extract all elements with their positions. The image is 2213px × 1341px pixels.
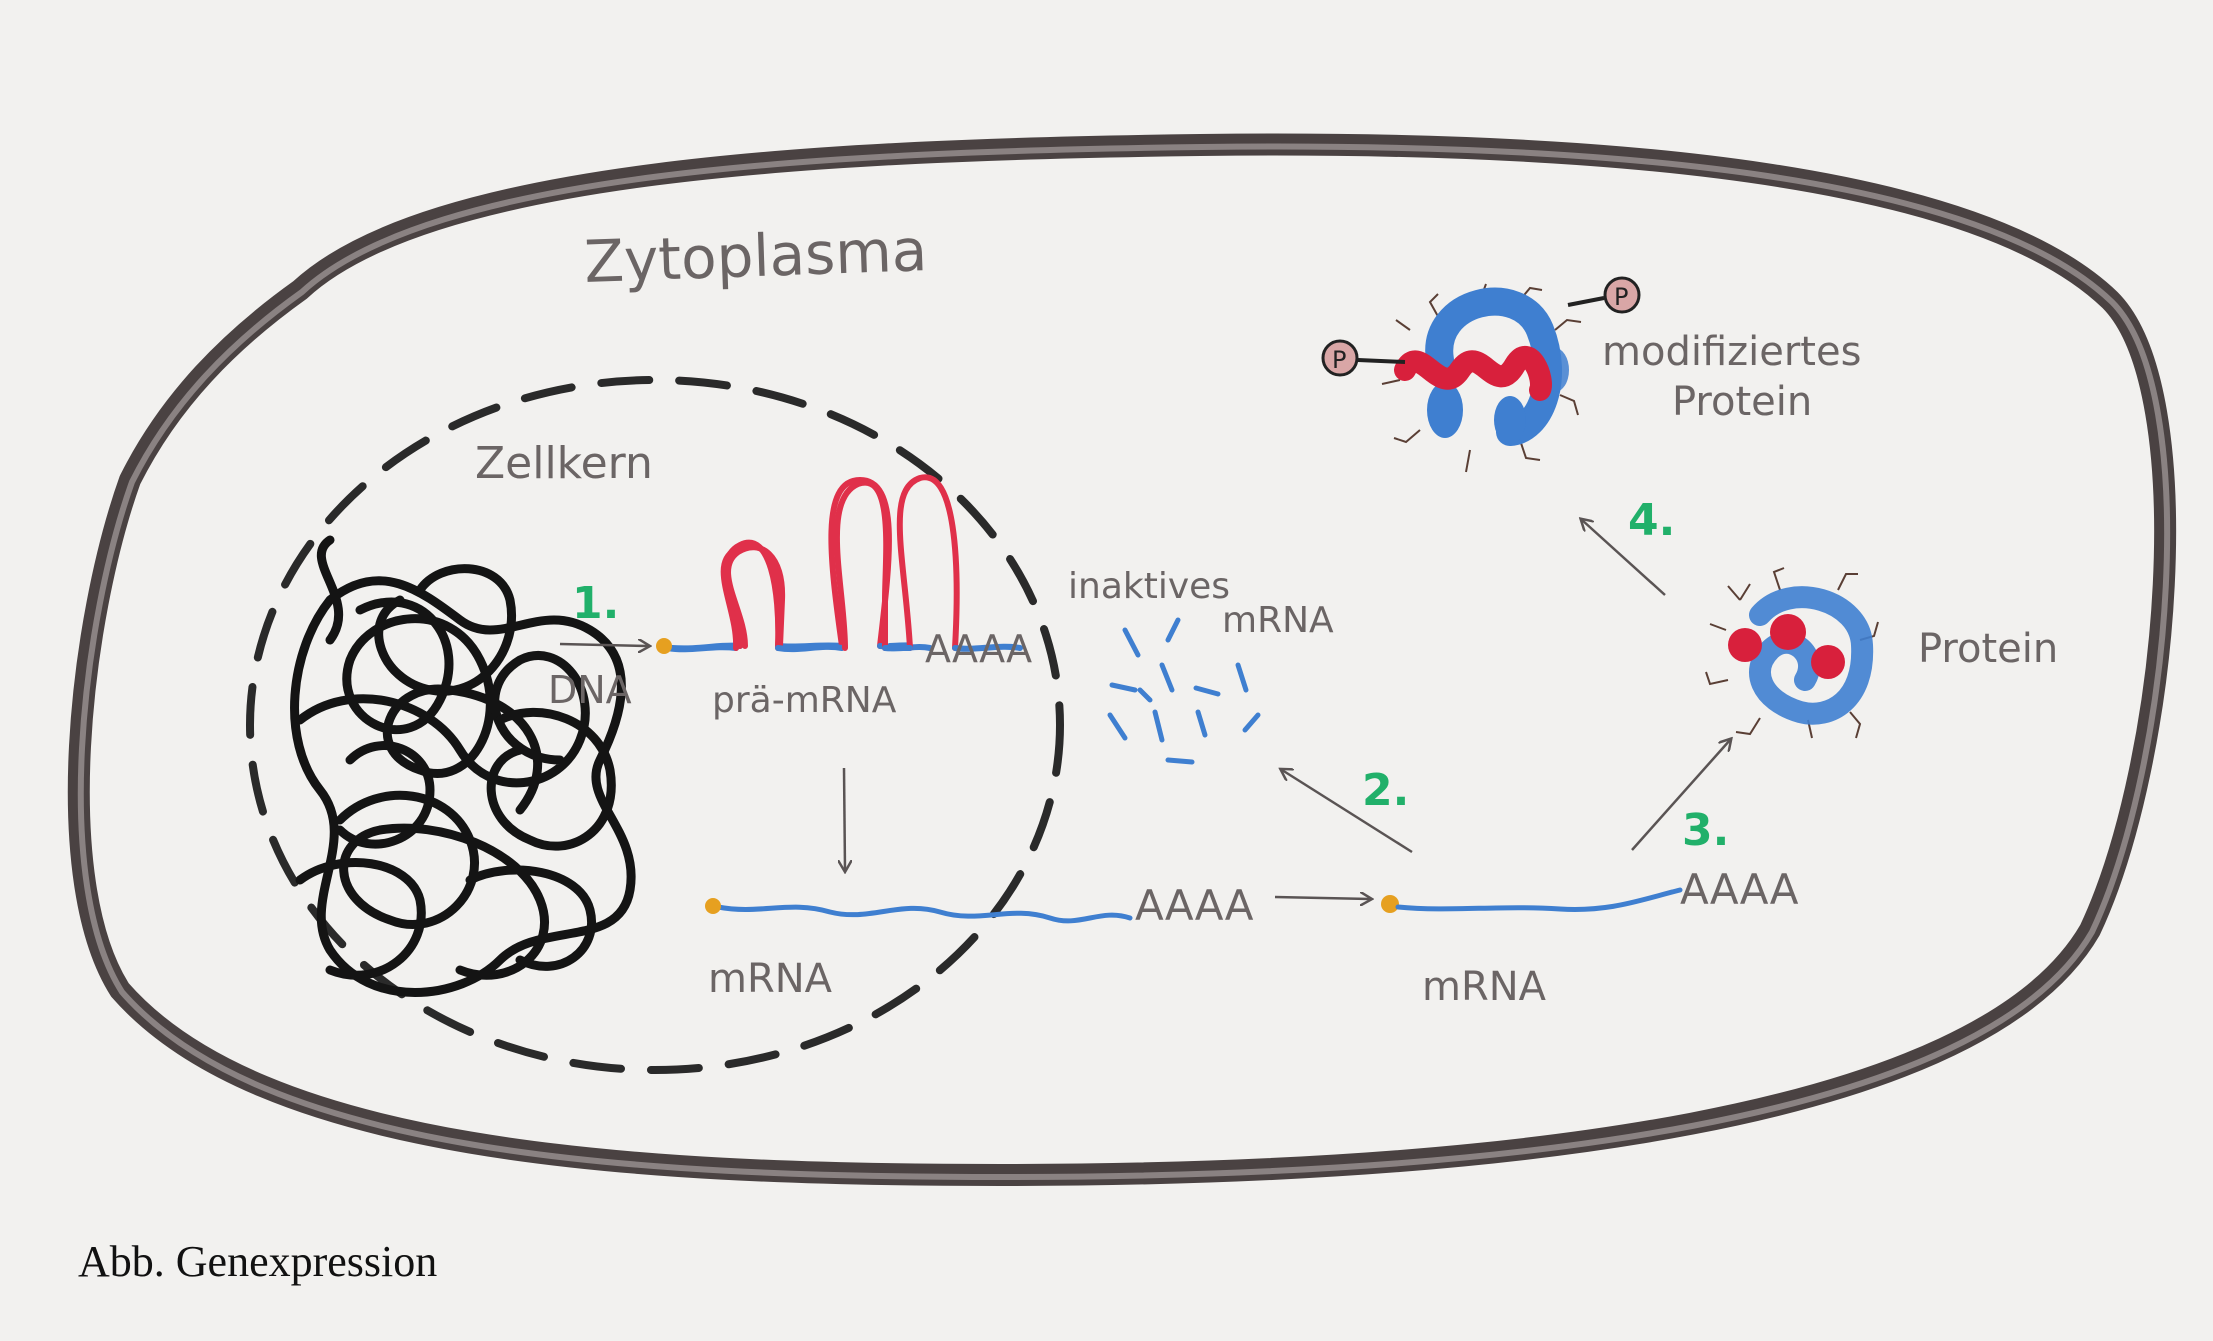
label-modifiziertes-protein: Protein xyxy=(1672,379,1812,425)
label-poly-a-nucleus: AAAA xyxy=(1135,881,1254,930)
step-1-number: 1. xyxy=(572,578,619,629)
label-modifiziertes: modifiziertes xyxy=(1602,329,1861,375)
label-dna: DNA xyxy=(548,668,632,712)
arrow-icon xyxy=(1631,740,1730,851)
step-2-number: 2. xyxy=(1362,765,1409,816)
label-zellkern: Zellkern xyxy=(475,438,653,489)
label-pra-mrna: prä-mRNA xyxy=(712,680,897,721)
label-inaktives: inaktives xyxy=(1068,566,1230,607)
modified-protein-icon: P P xyxy=(1321,276,1641,473)
mature-mrna-cytoplasm xyxy=(1395,887,1683,912)
label-inaktives-mrna: mRNA xyxy=(1222,600,1334,641)
arrow-icon xyxy=(1274,897,1370,899)
label-protein: Protein xyxy=(1918,626,2058,672)
chromatin-dna-icon xyxy=(290,535,636,997)
arrow-icon xyxy=(1582,520,1666,596)
intron-loop-4 xyxy=(896,474,960,651)
arrow-icon xyxy=(844,767,845,870)
phosphate-group-icon xyxy=(1603,276,1641,314)
nuclear-envelope xyxy=(246,376,1064,1074)
label-mrna-cytoplasm: mRNA xyxy=(1422,964,1547,1010)
label-zytoplasma: Zytoplasma xyxy=(583,216,928,296)
cap-dot-icon xyxy=(656,638,672,654)
label-poly-a-pre: AAAA xyxy=(925,627,1032,671)
mature-mrna-nucleus xyxy=(715,904,1133,924)
label-poly-a-cytoplasm: AAAA xyxy=(1680,865,1799,914)
pre-mrna-drawing xyxy=(665,543,845,653)
intron-loop-right xyxy=(833,479,890,651)
svg-text:P: P xyxy=(1614,283,1628,311)
step-4-number: 4. xyxy=(1628,495,1675,546)
degraded-mrna-fragments xyxy=(1107,617,1261,765)
step-3-number: 3. xyxy=(1682,805,1729,856)
cap-dot-icon xyxy=(705,898,721,914)
svg-text:P: P xyxy=(1332,346,1346,374)
arrow-icon xyxy=(559,644,648,646)
figure-caption: Abb. Genexpression xyxy=(78,1237,438,1286)
phosphate-group-icon xyxy=(1321,339,1359,377)
protein-icon xyxy=(1705,567,1879,739)
arrow-icon xyxy=(1282,770,1413,854)
pre-mrna-strand xyxy=(669,476,913,652)
cap-dot-icon xyxy=(1381,895,1399,913)
label-mrna-nucleus: mRNA xyxy=(708,956,833,1002)
